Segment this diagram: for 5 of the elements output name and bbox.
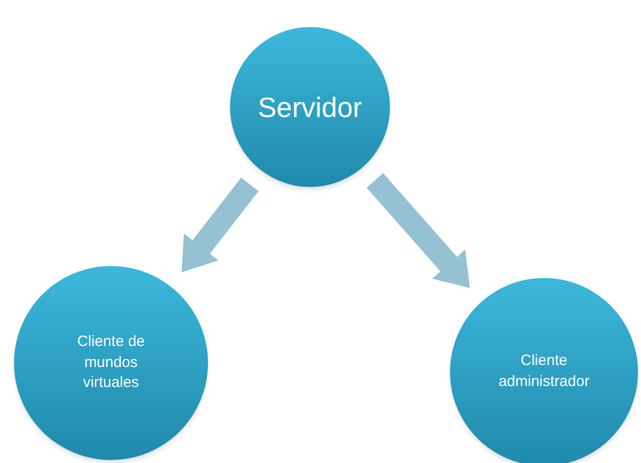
node-label: Cliente de mundos virtuales xyxy=(76,332,146,394)
block-arrow xyxy=(366,173,470,288)
block-arrow xyxy=(182,178,259,272)
node-label: Cliente administrador xyxy=(498,351,590,392)
node-label: Servidor xyxy=(258,90,362,124)
